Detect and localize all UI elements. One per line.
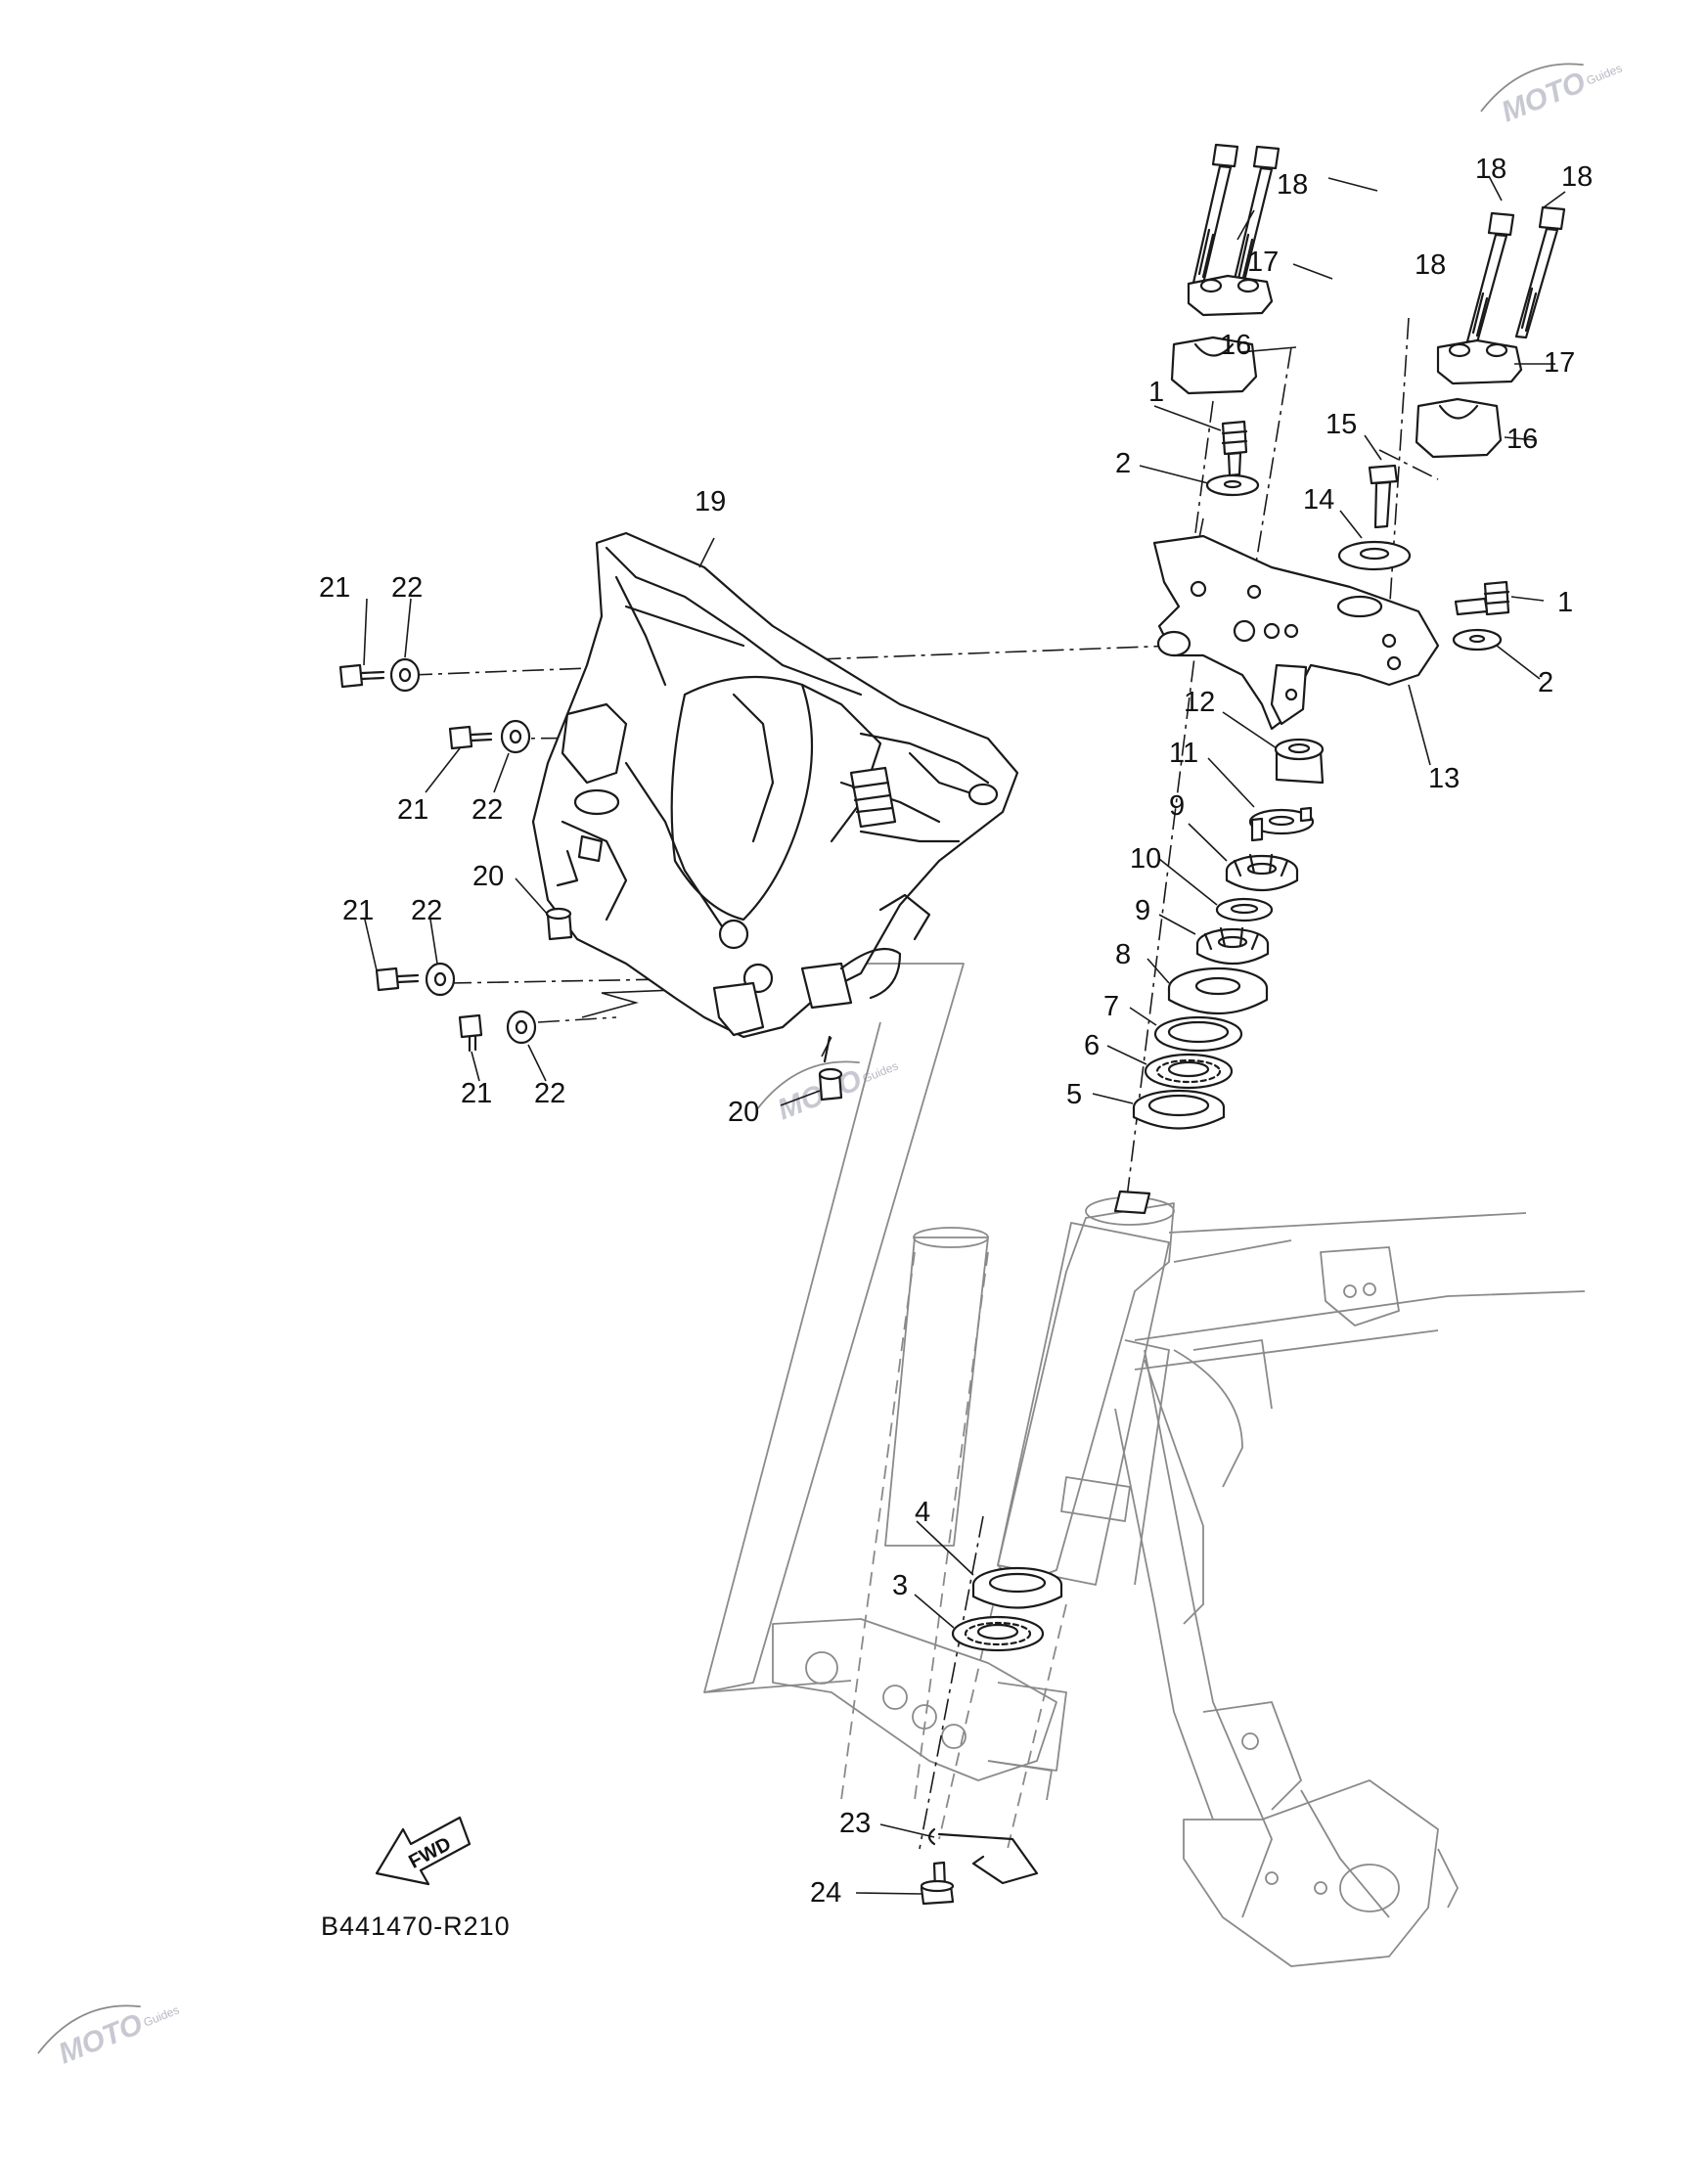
callout-21: 21 (342, 895, 374, 926)
callout-2: 2 (1538, 667, 1553, 698)
callout-19: 19 (695, 486, 726, 517)
callout-22: 22 (391, 572, 423, 604)
callout-18: 18 (1277, 169, 1308, 201)
callout-21: 21 (461, 1078, 492, 1109)
watermark-brand: MOTO (1497, 66, 1590, 128)
callout-22: 22 (411, 895, 442, 926)
callout-4: 4 (915, 1497, 930, 1528)
callout-16: 16 (1220, 330, 1251, 361)
callout-10: 10 (1130, 843, 1161, 875)
callout-17: 17 (1247, 247, 1279, 278)
callout-9: 9 (1135, 895, 1150, 926)
motorcycle-frame (997, 1196, 1586, 1967)
callout-labels-all: 1 1 2 2 3 4 5 6 7 8 9 9 10 11 12 13 14 1… (319, 154, 1593, 1909)
fwd-arrow-icon: FWD (375, 1816, 472, 1886)
upper-bracket (1152, 534, 1440, 731)
mounting-reference-outline (703, 963, 965, 1693)
front-forks (772, 1222, 1170, 1850)
callout-18: 18 (1475, 154, 1506, 185)
callout-15: 15 (1326, 409, 1357, 440)
callout-22: 22 (534, 1078, 565, 1109)
callout-7: 7 (1103, 991, 1119, 1022)
callout-1: 1 (1557, 587, 1573, 618)
watermark-top-right: MOTO Guides (1480, 61, 1625, 128)
callout-2: 2 (1115, 448, 1131, 479)
callout-21: 21 (319, 572, 350, 604)
steering-stem-stack (951, 738, 1325, 1652)
callout-18: 18 (1561, 161, 1593, 193)
watermark-sub: Guides (142, 2002, 182, 2029)
callout-9: 9 (1169, 790, 1185, 822)
watermark-brand: MOTO (54, 2007, 147, 2070)
callout-13: 13 (1428, 763, 1460, 794)
callout-20: 20 (728, 1097, 759, 1128)
watermark-sub: Guides (1585, 61, 1625, 87)
callout-5: 5 (1066, 1079, 1082, 1110)
callout-23: 23 (839, 1808, 871, 1839)
callout-12: 12 (1184, 687, 1215, 718)
upper-bracket-fasteners (1205, 420, 1510, 652)
callout-24: 24 (810, 1877, 841, 1909)
headlight-cowl (531, 531, 1019, 1039)
hose-clip-and-bolt (920, 1827, 1039, 1906)
callout-8: 8 (1115, 939, 1131, 970)
callout-3: 3 (892, 1570, 908, 1601)
callout-20: 20 (472, 861, 504, 892)
callout-11: 11 (1169, 738, 1198, 769)
callout-14: 14 (1303, 484, 1334, 516)
callout-6: 6 (1084, 1030, 1100, 1061)
leader-lines (363, 175, 1566, 1895)
callout-16: 16 (1506, 424, 1538, 455)
watermark-bottom-left: MOTO Guides (37, 2002, 182, 2070)
cowl-fasteners (338, 657, 843, 1101)
handlebar-holders (1170, 143, 1566, 459)
callout-21: 21 (397, 794, 428, 826)
diagram-code: B441470-R210 (321, 1911, 511, 1941)
callout-22: 22 (472, 794, 503, 826)
callout-18: 18 (1415, 249, 1446, 281)
callout-17: 17 (1544, 347, 1575, 379)
callout-1: 1 (1148, 377, 1164, 408)
